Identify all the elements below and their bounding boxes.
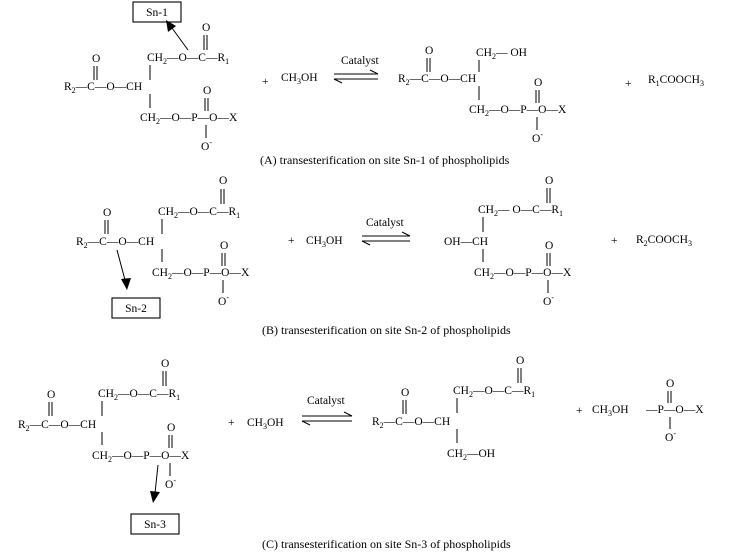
equilibrium-arrow-b: Catalyst	[361, 217, 411, 246]
catalyst-c: Catalyst	[307, 395, 345, 407]
svg-text:R2—C—O—CH: R2—C—O—CH	[372, 416, 450, 430]
svg-text:CH2—O—P—O—X: CH2—O—P—O—X	[469, 104, 567, 118]
panel-c: CH2—O—C—R1 O R2—C—O—CH O CH2—O—P—O—X O O…	[18, 355, 704, 551]
svg-text:OH—CH: OH—CH	[444, 236, 488, 248]
svg-text:O: O	[47, 389, 55, 401]
sn2-label: Sn-2	[125, 303, 147, 315]
panel-a: Sn-1 CH2—O—C—R1 O R2—C—O—CH O CH2—O—P—O—…	[64, 1, 704, 167]
methanol-b: CH3OH	[306, 235, 343, 249]
svg-text:O: O	[167, 422, 175, 434]
reactant-b: CH2—O—C—R1 O R2—C—O—CH O CH2—O—P—O—X O O…	[76, 175, 250, 308]
svg-text:CH2—O—P—O—X: CH2—O—P—O—X	[474, 267, 572, 281]
svg-text:R2—C—O—CH: R2—C—O—CH	[76, 236, 154, 250]
catalyst-b: Catalyst	[366, 217, 404, 229]
reactant-a: CH2—O—C—R1 O R2—C—O—CH O CH2—O—P—O—X O O…	[64, 22, 238, 153]
sn2-marker: Sn-2	[111, 249, 161, 319]
svg-text:O: O	[103, 207, 111, 219]
svg-text:O: O	[219, 175, 227, 187]
svg-text:O: O	[161, 358, 169, 370]
svg-text:CH2—OH: CH2—OH	[447, 448, 495, 462]
svg-text:O-: O-	[218, 293, 229, 308]
svg-text:CH2—O—C—R1: CH2—O—C—R1	[98, 388, 180, 402]
svg-text:CH2— O—C—R1: CH2— O—C—R1	[478, 204, 563, 218]
product-a: CH2— OH R2—C—O—CH O CH2—O—P—O—X O O-	[398, 45, 567, 145]
svg-text:O: O	[425, 45, 433, 57]
methanol-a: CH3OH	[281, 72, 318, 86]
svg-text:O: O	[203, 85, 211, 97]
sn1-marker: Sn-1	[132, 1, 189, 51]
caption-c: (C) transesterification on site Sn-3 of …	[262, 537, 511, 551]
product-c: CH2—O—C—R1 O R2—C—O—CH O CH2—OH	[372, 355, 535, 462]
svg-text:CH2—O—P—O—X: CH2—O—P—O—X	[140, 112, 238, 126]
side-product-c: CH3OH	[592, 404, 629, 418]
svg-text:CH2—O—C—R1: CH2—O—C—R1	[158, 206, 240, 220]
svg-text:R2—C—O—CH: R2—C—O—CH	[64, 81, 142, 95]
svg-text:—P—O—X: —P—O—X	[645, 404, 704, 416]
svg-text:O: O	[92, 53, 100, 65]
svg-text:O-: O-	[665, 429, 676, 444]
svg-text:O: O	[516, 355, 524, 367]
product-b: CH2— O—C—R1 O OH—CH CH2—O—P—O—X O O-	[444, 175, 572, 308]
plus-c2: +	[576, 405, 583, 417]
svg-text:O: O	[202, 22, 210, 34]
svg-text:O: O	[545, 175, 553, 187]
plus-a1: +	[262, 76, 269, 88]
svg-text:O: O	[220, 240, 228, 252]
svg-text:O: O	[534, 77, 542, 89]
plus-b2: +	[611, 235, 618, 247]
caption-a: (A) transesterification on site Sn-1 of …	[260, 153, 510, 167]
svg-text:O-: O-	[543, 293, 554, 308]
svg-text:CH2— OH: CH2— OH	[476, 47, 527, 61]
side-product-a: R1COOCH3	[648, 74, 704, 88]
svg-text:O-: O-	[165, 476, 176, 491]
svg-text:O-: O-	[201, 138, 212, 153]
svg-text:CH2—O—P—O—X: CH2—O—P—O—X	[92, 450, 190, 464]
svg-text:O: O	[666, 378, 674, 390]
svg-text:CH2—O—P—O—X: CH2—O—P—O—X	[152, 267, 250, 281]
catalyst-a: Catalyst	[341, 55, 379, 67]
sn3-marker: Sn-3	[130, 464, 180, 535]
panel-b: CH2—O—C—R1 O R2—C—O—CH O CH2—O—P—O—X O O…	[76, 175, 692, 337]
plus-b1: +	[288, 235, 295, 247]
svg-text:CH2—O—C—R1: CH2—O—C—R1	[453, 385, 535, 399]
svg-text:O-: O-	[532, 130, 543, 145]
svg-text:O: O	[401, 387, 409, 399]
phosphate-fragment: —P—O—X O O-	[645, 378, 704, 444]
svg-text:CH2—O—C—R1: CH2—O—C—R1	[147, 52, 229, 66]
svg-text:O: O	[545, 240, 553, 252]
sn1-label: Sn-1	[146, 7, 168, 19]
svg-text:R2—C—O—CH: R2—C—O—CH	[18, 419, 96, 433]
equilibrium-arrow-c: Catalyst	[301, 395, 353, 426]
sn3-label: Sn-3	[144, 519, 166, 531]
equilibrium-arrow-a: Catalyst	[333, 55, 379, 84]
caption-b: (B) transesterification on site Sn-2 of …	[262, 323, 511, 337]
methanol-c: CH3OH	[247, 417, 284, 431]
reactant-c: CH2—O—C—R1 O R2—C—O—CH O CH2—O—P—O—X O O…	[18, 358, 190, 491]
plus-c1: +	[228, 417, 235, 429]
side-product-b: R2COOCH3	[636, 234, 692, 248]
svg-text:R2—C—O—CH: R2—C—O—CH	[398, 73, 476, 87]
plus-a2: +	[625, 78, 632, 90]
